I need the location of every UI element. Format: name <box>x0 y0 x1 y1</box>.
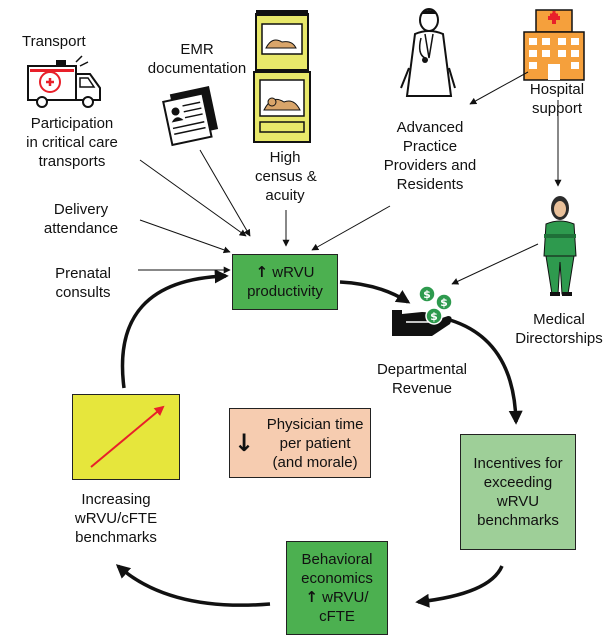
label-line: Participation <box>30 115 114 132</box>
arrow-director-revenue <box>451 243 539 285</box>
dollar-sign: $ <box>423 288 431 301</box>
label-line: support <box>531 100 583 117</box>
label-line: Hospital <box>529 81 585 98</box>
box-line: (and morale) <box>272 453 358 471</box>
label-line: attendance <box>43 220 119 237</box>
up-arrow-icon: ↑ <box>255 263 269 281</box>
box-line: cFTE <box>319 608 355 625</box>
box-line: wRVU/ <box>322 589 369 606</box>
label-census: High census & acuity <box>255 148 317 205</box>
label-line: Residents <box>396 176 464 193</box>
label-line: Medical <box>533 311 585 328</box>
label-revenue: Departmental Revenue <box>362 360 482 398</box>
label-emr: EMR documentation <box>142 40 252 78</box>
label-line: documentation <box>147 60 247 77</box>
label-line: transports <box>38 153 106 170</box>
box-line: productivity <box>247 283 323 300</box>
label-line: Directorships <box>515 330 603 347</box>
box-line: Physician time <box>266 415 364 433</box>
dollar-sign: $ <box>440 296 448 309</box>
up-arrow-icon: ↑ <box>305 588 318 606</box>
arrow-delivery <box>139 219 231 254</box>
down-arrow-icon: ↓ <box>234 428 255 457</box>
arrow-app <box>311 205 391 251</box>
label-line: Delivery <box>53 201 109 218</box>
label-line: Departmental <box>376 361 468 378</box>
label-line: High <box>269 149 301 166</box>
label-line: census & <box>255 168 317 185</box>
label-line: acuity <box>265 187 305 204</box>
label-line: Practice <box>402 138 458 155</box>
box-line: benchmarks <box>477 512 559 529</box>
label-benchmarks: Increasing wRVU/cFTE benchmarks <box>56 490 176 547</box>
arrow-hospital-app <box>469 71 529 105</box>
arrow-incentives-behavioral <box>415 565 504 608</box>
incentives-box: Incentives for exceeding wRVU benchmarks <box>460 434 576 550</box>
box-line: exceeding <box>483 474 553 491</box>
dollar-sign: $ <box>430 310 438 323</box>
arrow-benchmarks-wrvu <box>120 269 229 389</box>
box-line: Behavioral <box>301 551 373 568</box>
arrow-critical-care <box>139 159 247 237</box>
box-line: economics <box>301 570 373 587</box>
box-line: Incentives for <box>473 455 563 472</box>
label-directorships: Medical Directorships <box>506 310 612 348</box>
label-hospital: Hospital support <box>522 80 592 118</box>
behavioral-economics-box: Behavioral economics ↑ wRVU/ cFTE <box>286 541 388 635</box>
arrow-emr <box>199 149 251 237</box>
arrow-wrvu-revenue <box>339 280 411 304</box>
label-line: Advanced <box>396 119 464 136</box>
label-line: Providers and <box>383 157 477 174</box>
label-line: benchmarks <box>75 529 157 546</box>
box-line: per patient <box>279 434 351 452</box>
box-line: wRVU <box>496 493 540 510</box>
label-line: wRVU/cFTE <box>74 510 158 527</box>
label-app: Advanced Practice Providers and Resident… <box>370 118 490 194</box>
label-line: Revenue <box>391 380 453 397</box>
label-prenatal: Prenatal consults <box>38 264 128 302</box>
label-line: Increasing <box>81 491 151 508</box>
label-line: in critical care <box>26 134 118 151</box>
label-transport: Transport <box>22 33 86 50</box>
wrvu-productivity-box: ↑ wRVU productivity <box>232 254 338 310</box>
label-line: consults <box>55 284 111 301</box>
trend-up-icon <box>90 405 165 468</box>
physician-time-box: ↓ Physician time per patient (and morale… <box>229 408 371 478</box>
label-delivery: Delivery attendance <box>26 200 136 238</box>
benchmarks-trend-box <box>72 394 180 480</box>
label-line: EMR <box>180 41 214 58</box>
label-critical-care: Participation in critical care transport… <box>12 114 132 171</box>
arrow-behavioral-benchmarks <box>115 564 271 607</box>
box-line: wRVU <box>272 264 315 281</box>
label-line: Prenatal <box>55 265 111 282</box>
